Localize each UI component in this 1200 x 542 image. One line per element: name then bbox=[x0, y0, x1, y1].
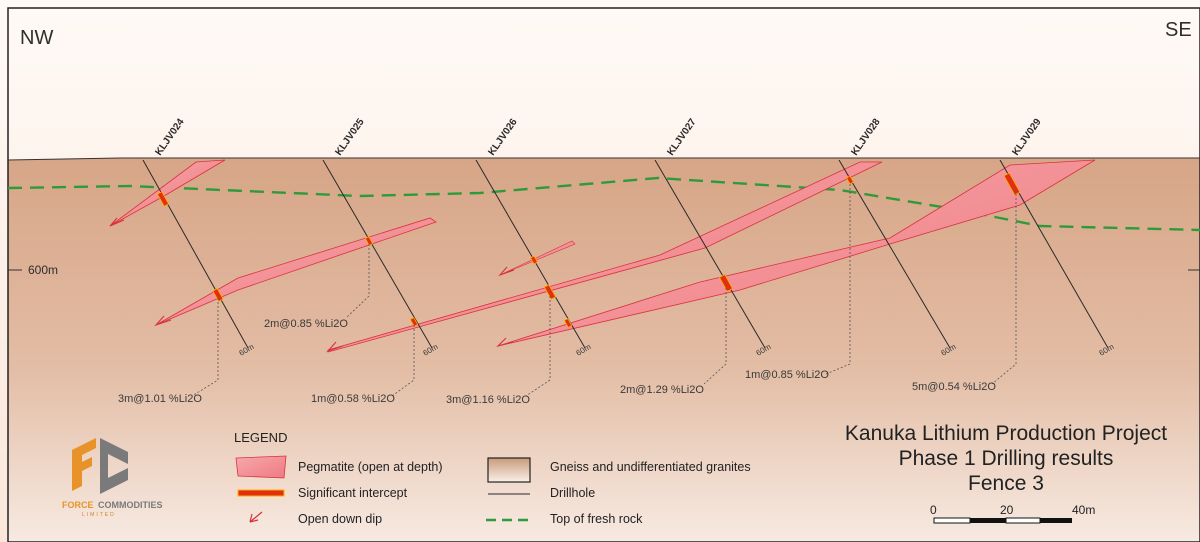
leader-line-5 bbox=[703, 288, 727, 385]
scale-bar: 0 20 40m bbox=[930, 503, 1095, 524]
pegmatite-body-3 bbox=[499, 240, 576, 276]
pegmatite-body-2 bbox=[155, 217, 437, 326]
intercept-mark-9 bbox=[846, 175, 854, 185]
title-line-3: Fence 3 bbox=[968, 472, 1044, 495]
legend-pegmatite-swatch bbox=[235, 455, 287, 479]
scale-label-20: 20 bbox=[1000, 503, 1014, 517]
scale-segment-2 bbox=[970, 518, 1006, 523]
drillhole-line-kljv024 bbox=[142, 159, 249, 349]
legend-drillhole-label: Drillhole bbox=[550, 486, 595, 500]
legend: LEGEND Pegmatite (open at depth) Signifi… bbox=[234, 430, 751, 526]
scale-segment-4 bbox=[1040, 518, 1072, 523]
intercept-mark-4 bbox=[409, 316, 419, 328]
intercept-mark-3 bbox=[364, 235, 374, 247]
leader-line-4 bbox=[525, 296, 551, 397]
open-dip-arrow-5 bbox=[496, 337, 514, 348]
intercept-label-kljv029: 5m@0.54 %Li2O bbox=[912, 381, 996, 393]
intercept-mark-1 bbox=[156, 191, 170, 207]
title-line-1: Kanuka Lithium Production Project bbox=[845, 422, 1167, 445]
leader-lines bbox=[191, 184, 1017, 397]
drillhole-line-kljv026 bbox=[475, 159, 586, 349]
intercept-label-kljv025-lower: 1m@0.58 %Li2O bbox=[311, 393, 395, 405]
significant-intercepts bbox=[156, 172, 1021, 329]
logo-word-commodities: COMMODITIES bbox=[98, 500, 163, 510]
ground-surface-line bbox=[7, 157, 1200, 161]
legend-fresh-rock-label: Top of fresh rock bbox=[550, 512, 643, 526]
scale-label-40m: 40m bbox=[1072, 503, 1095, 517]
legend-intercept-label: Significant intercept bbox=[298, 486, 408, 500]
drillhole-line-kljv025 bbox=[322, 159, 433, 349]
pegmatite-bodies bbox=[109, 159, 1096, 353]
drillholes bbox=[142, 159, 1109, 349]
intercept-mark-2 bbox=[212, 287, 224, 303]
open-dip-arrow-3 bbox=[498, 266, 515, 277]
intercept-label-kljv024: 3m@1.01 %Li2O bbox=[118, 393, 202, 405]
logo-f-mark bbox=[72, 438, 96, 491]
compass-nw: NW bbox=[20, 27, 53, 49]
figure-frame bbox=[7, 7, 1200, 542]
intercept-mark-7 bbox=[563, 317, 573, 329]
pegmatite-body-4 bbox=[327, 161, 883, 353]
intercept-label-kljv025-upper: 2m@0.85 %Li2O bbox=[264, 318, 348, 330]
intercept-mark-5 bbox=[530, 255, 538, 265]
title-block: Kanuka Lithium Production Project Phase … bbox=[845, 422, 1167, 495]
drillhole-line-kljv028 bbox=[838, 159, 951, 349]
ground-body bbox=[8, 158, 1200, 542]
title-line-2: Phase 1 Drilling results bbox=[899, 447, 1114, 470]
legend-intercept-swatch bbox=[237, 489, 285, 497]
pegmatite-body-1 bbox=[109, 159, 226, 227]
pegmatite-body-5 bbox=[497, 159, 1096, 347]
legend-gneiss-label: Gneiss and undifferentiated granites bbox=[550, 460, 751, 474]
scale-label-0: 0 bbox=[930, 503, 937, 517]
logo-subtitle: LIMITED bbox=[82, 512, 116, 518]
intercept-mark-10 bbox=[1003, 172, 1021, 196]
legend-pegmatite-label: Pegmatite (open at depth) bbox=[298, 460, 443, 474]
logo-word-force: FORCE bbox=[62, 500, 94, 510]
open-dip-arrow-4 bbox=[326, 341, 344, 353]
leader-line-1 bbox=[191, 298, 219, 397]
leader-line-3 bbox=[391, 325, 415, 397]
legend-gneiss-swatch bbox=[487, 457, 531, 483]
scale-segment-1 bbox=[933, 517, 971, 524]
logo-wordmark: FORCE COMMODITIES bbox=[62, 500, 163, 510]
force-commodities-logo: FORCE COMMODITIES LIMITED bbox=[62, 438, 163, 518]
logo-c-mark bbox=[100, 438, 128, 494]
intercept-label-kljv026: 3m@1.16 %Li2O bbox=[446, 394, 530, 406]
intercept-label-kljv027: 2m@1.29 %Li2O bbox=[620, 384, 704, 396]
elevation-label: 600m bbox=[28, 263, 58, 277]
scale-segment-3 bbox=[1005, 517, 1041, 524]
leader-line-7 bbox=[991, 190, 1017, 385]
intercept-mark-8 bbox=[718, 274, 734, 292]
legend-arrow-swatch bbox=[249, 511, 263, 523]
leader-line-6 bbox=[825, 184, 851, 375]
intercept-annotations: 3m@1.01 %Li2O 2m@0.85 %Li2O 1m@0.58 %Li2… bbox=[118, 318, 996, 406]
legend-heading: LEGEND bbox=[234, 430, 287, 445]
intercept-mark-6 bbox=[543, 284, 557, 300]
compass-se: SE bbox=[1165, 19, 1192, 41]
down-dip-arrows bbox=[109, 217, 515, 353]
open-dip-arrow-2 bbox=[154, 315, 172, 327]
drillhole-line-kljv027 bbox=[654, 159, 766, 349]
intercept-label-kljv028: 1m@0.85 %Li2O bbox=[745, 369, 829, 381]
leader-line-2 bbox=[345, 244, 370, 319]
open-dip-arrow-1 bbox=[109, 217, 125, 227]
fresh-rock-line bbox=[7, 176, 1200, 232]
legend-open-dip-label: Open down dip bbox=[298, 512, 382, 526]
